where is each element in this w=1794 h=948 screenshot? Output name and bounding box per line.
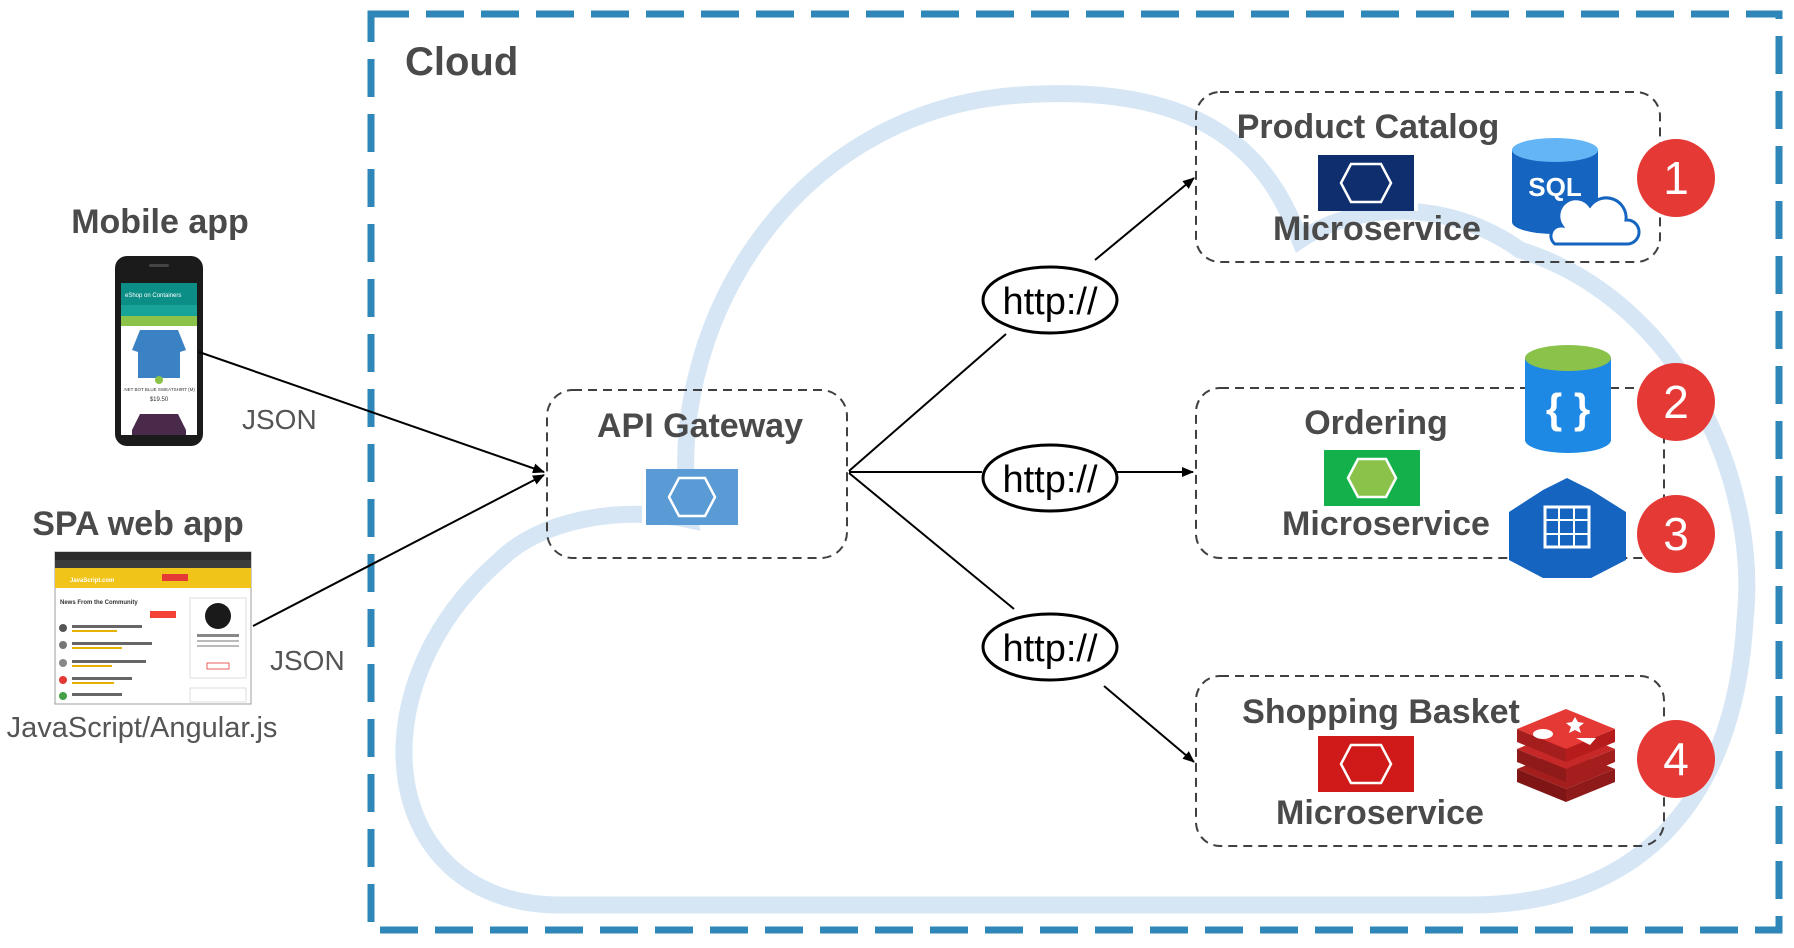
badge-3 <box>1637 495 1715 573</box>
badge-1-label: 1 <box>1663 152 1689 204</box>
api-gateway-box <box>546 389 848 559</box>
sql-database-icon: SQL <box>1512 138 1641 246</box>
arrow-gateway-to-basket-lower <box>1103 685 1195 763</box>
spa-json-label: JSON <box>270 645 345 676</box>
ordering-microservice-icon <box>1320 450 1424 506</box>
ordering-service-box <box>1195 387 1665 559</box>
sql-icon-text: SQL <box>1528 172 1582 202</box>
catalog-service-sublabel: Microservice <box>1273 210 1481 248</box>
document-db-icon: { } <box>1525 345 1611 453</box>
ordering-service-name: Ordering <box>1304 404 1448 442</box>
azure-table-storage-icon <box>1509 478 1626 578</box>
ordering-service-sublabel: Microservice <box>1282 505 1490 543</box>
mobile-json-label: JSON <box>242 404 317 435</box>
http-ellipse-basket <box>981 612 1119 682</box>
http-label-catalog: http:// <box>1002 281 1097 323</box>
cloud-label: Cloud <box>405 40 518 84</box>
http-label-basket: http:// <box>1002 628 1097 670</box>
arrow-gateway-to-catalog-upper <box>1094 177 1195 261</box>
badge-3-label: 3 <box>1663 508 1689 560</box>
http-ellipse-catalog <box>981 265 1119 335</box>
arrow-spa-to-gateway <box>252 474 545 627</box>
redis-cache-icon <box>1517 709 1615 802</box>
basket-service-name: Shopping Basket <box>1242 693 1520 731</box>
catalog-service-name: Product Catalog <box>1237 108 1500 146</box>
api-gateway-title: API Gateway <box>597 407 803 445</box>
spa-browser-screenshot: JavaScript.com News From the Community <box>54 551 252 705</box>
mobile-phone-image: eShop on Containers .NET BOT BLUE SWEATS… <box>115 256 203 446</box>
badge-1 <box>1637 139 1715 217</box>
cloud-shape-outline <box>395 85 1756 914</box>
api-gateway-icon <box>642 469 742 525</box>
arrow-gateway-to-basket-upper <box>848 472 1015 610</box>
cloud-boundary-frame <box>367 10 1783 934</box>
badge-2 <box>1637 363 1715 441</box>
arrow-gateway-to-catalog-lower <box>848 333 1007 472</box>
mobile-app-title: Mobile app <box>71 203 249 241</box>
mobile-screen-header: eShop on Containers <box>125 293 181 299</box>
catalog-microservice-icon <box>1314 155 1418 211</box>
spa-screen-feed-rows <box>59 624 152 700</box>
badge-4-label: 4 <box>1663 733 1689 785</box>
spa-framework-caption: JavaScript/Angular.js <box>7 712 278 744</box>
spa-screen-section-heading: News From the Community <box>60 600 138 606</box>
http-label-ordering: http:// <box>1002 459 1097 501</box>
basket-microservice-icon <box>1314 736 1418 792</box>
mobile-screen-product-caption: .NET BOT BLUE SWEATSHIRT (M) <box>123 387 195 392</box>
http-ellipse-ordering <box>981 443 1119 513</box>
badge-2-label: 2 <box>1663 376 1689 428</box>
arrow-mobile-to-gateway <box>198 351 545 474</box>
mobile-screen-price: $19.50 <box>150 397 169 403</box>
spa-app-title: SPA web app <box>32 505 244 543</box>
basket-service-sublabel: Microservice <box>1276 794 1484 832</box>
document-db-icon-text: { } <box>1546 385 1590 432</box>
spa-screen-site-name: JavaScript.com <box>70 578 114 584</box>
badge-4 <box>1637 720 1715 798</box>
